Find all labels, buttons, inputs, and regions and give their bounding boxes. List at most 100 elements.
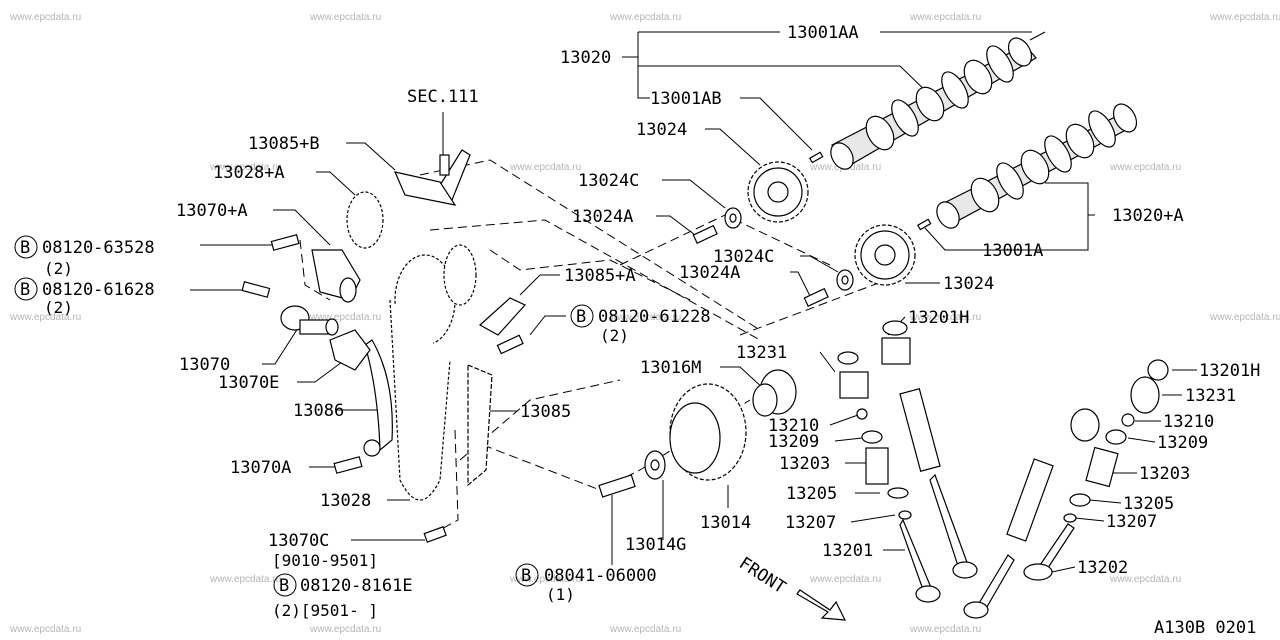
watermark: www.epcdata.ru (1109, 162, 1181, 173)
bolt-symbol: B (20, 280, 30, 300)
front-arrow: FRONT (735, 553, 847, 621)
figure-code: A130B 0201 (1154, 618, 1256, 638)
crank-bolt (598, 474, 636, 498)
part-labels: 13020 13001AA 13001AB 13024 13024C 13024… (42, 23, 1260, 638)
bolt-qty-2: (2) (44, 298, 73, 317)
valve-train-middle (837, 320, 978, 603)
chain-tensioner (311, 249, 361, 303)
watermark: www.epcdata.ru (1209, 12, 1280, 23)
label-13014: 13014 (700, 513, 751, 533)
label-13028: 13028 (320, 491, 371, 511)
watermark: www.epcdata.ru (909, 624, 981, 635)
bolt-code-5: 08041-06000 (544, 566, 657, 586)
bolt-code-1: 08120-63528 (42, 238, 155, 258)
label-13085A: 13085+A (564, 266, 636, 286)
bolt-upper (692, 224, 718, 244)
label-13203: 13203 (779, 454, 830, 474)
watermark: www.epcdata.ru (1209, 312, 1280, 323)
label-13201H-right: 13201H (1199, 361, 1260, 381)
valve-train-right (963, 359, 1169, 619)
label-13001AB: 13001AB (650, 89, 722, 109)
label-13210-right: 13210 (1163, 412, 1214, 432)
camshaft-upper (808, 31, 1046, 170)
bolt-code-3: 08120-61228 (598, 307, 711, 327)
label-13207: 13207 (785, 513, 836, 533)
bolt-symbol: B (576, 307, 586, 327)
range-2: (2)[9501- ] (272, 601, 378, 620)
cam-sprocket-lower (854, 224, 916, 286)
bolt-symbol: B (279, 576, 289, 596)
bolt-13070A (333, 439, 381, 474)
watermark: www.epcdata.ru (909, 12, 981, 23)
label-13202-right: 13202 (1077, 558, 1128, 578)
label-13201H: 13201H (908, 308, 969, 328)
watermark: www.epcdata.ru (809, 574, 881, 585)
front-label: FRONT (735, 553, 789, 598)
watermark: www.epcdata.ru (609, 12, 681, 23)
label-13070C: 13070C (268, 531, 329, 551)
label-13014G: 13014G (625, 535, 686, 555)
label-13209: 13209 (768, 432, 819, 452)
crank-sprocket (669, 383, 747, 481)
label-13070E: 13070E (218, 373, 279, 393)
watermark: www.epcdata.ru (1109, 574, 1181, 585)
bolt-qty-1: (2) (44, 259, 73, 278)
camshaft-lower (916, 103, 1138, 231)
watermark: www.epcdata.ru (509, 574, 581, 585)
bolt-code-4: 08120-8161E (300, 576, 413, 596)
label-13070A-plus: 13070+A (176, 201, 248, 221)
label-13205: 13205 (786, 484, 837, 504)
tensioner-gasket (329, 329, 371, 371)
label-13205-right: 13205 (1123, 494, 1174, 514)
label-13203-right: 13203 (1139, 464, 1190, 484)
bolt-qty-3: (2) (600, 326, 629, 345)
label-13024A-top: 13024A (572, 207, 633, 227)
watermark: www.epcdata.ru (609, 624, 681, 635)
crank-washer (644, 450, 666, 480)
label-13024C-top: 13024C (578, 171, 639, 191)
bolt-code-2: 08120-61628 (42, 280, 155, 300)
bracket-13085A (478, 297, 526, 355)
watermark: www.epcdata.ru (509, 162, 581, 173)
watermark: www.epcdata.ru (209, 574, 281, 585)
label-13201: 13201 (822, 541, 873, 561)
range-1: [9010-9501] (272, 551, 378, 570)
washer-upper (724, 207, 742, 229)
watermark: www.epcdata.ru (309, 624, 381, 635)
label-13020A: 13020+A (1112, 206, 1184, 226)
label-13086: 13086 (293, 401, 344, 421)
label-13085: 13085 (520, 402, 571, 422)
bolt-sec111 (439, 154, 450, 176)
washer-lower (836, 269, 854, 291)
slack-guide (364, 149, 471, 452)
watermark: www.epcdata.ru (209, 162, 281, 173)
label-13231: 13231 (736, 343, 787, 363)
label-13020: 13020 (560, 48, 611, 68)
label-13024-mid: 13024 (943, 274, 994, 294)
label-13209-right: 13209 (1157, 433, 1208, 453)
label-13001A: 13001A (982, 241, 1043, 261)
label-13024-top: 13024 (636, 120, 687, 140)
idler-sprocket (752, 369, 797, 417)
label-13231-right: 13231 (1185, 386, 1236, 406)
bolt-symbol: B (521, 566, 531, 586)
watermark: www.epcdata.ru (9, 12, 81, 23)
tension-guide (467, 364, 493, 487)
watermark: www.epcdata.ru (9, 312, 81, 323)
cam-sprocket-upper (747, 161, 809, 223)
bolt-symbol: B (20, 238, 30, 258)
hydraulic-tensioner (280, 305, 339, 336)
label-13024A-mid: 13024A (679, 263, 740, 283)
label-13001AA: 13001AA (787, 23, 859, 43)
bolt-13070C (423, 526, 447, 543)
watermark: www.epcdata.ru (9, 624, 81, 635)
label-13016M: 13016M (640, 358, 701, 378)
bolt-left-1 (270, 234, 300, 251)
bolt-lower (803, 287, 829, 307)
label-13028A: 13028+A (213, 163, 285, 183)
watermark: www.epcdata.ru (609, 312, 681, 323)
watermark: www.epcdata.ru (909, 312, 981, 323)
label-13024C-mid: 13024C (713, 247, 774, 267)
label-13210: 13210 (768, 416, 819, 436)
